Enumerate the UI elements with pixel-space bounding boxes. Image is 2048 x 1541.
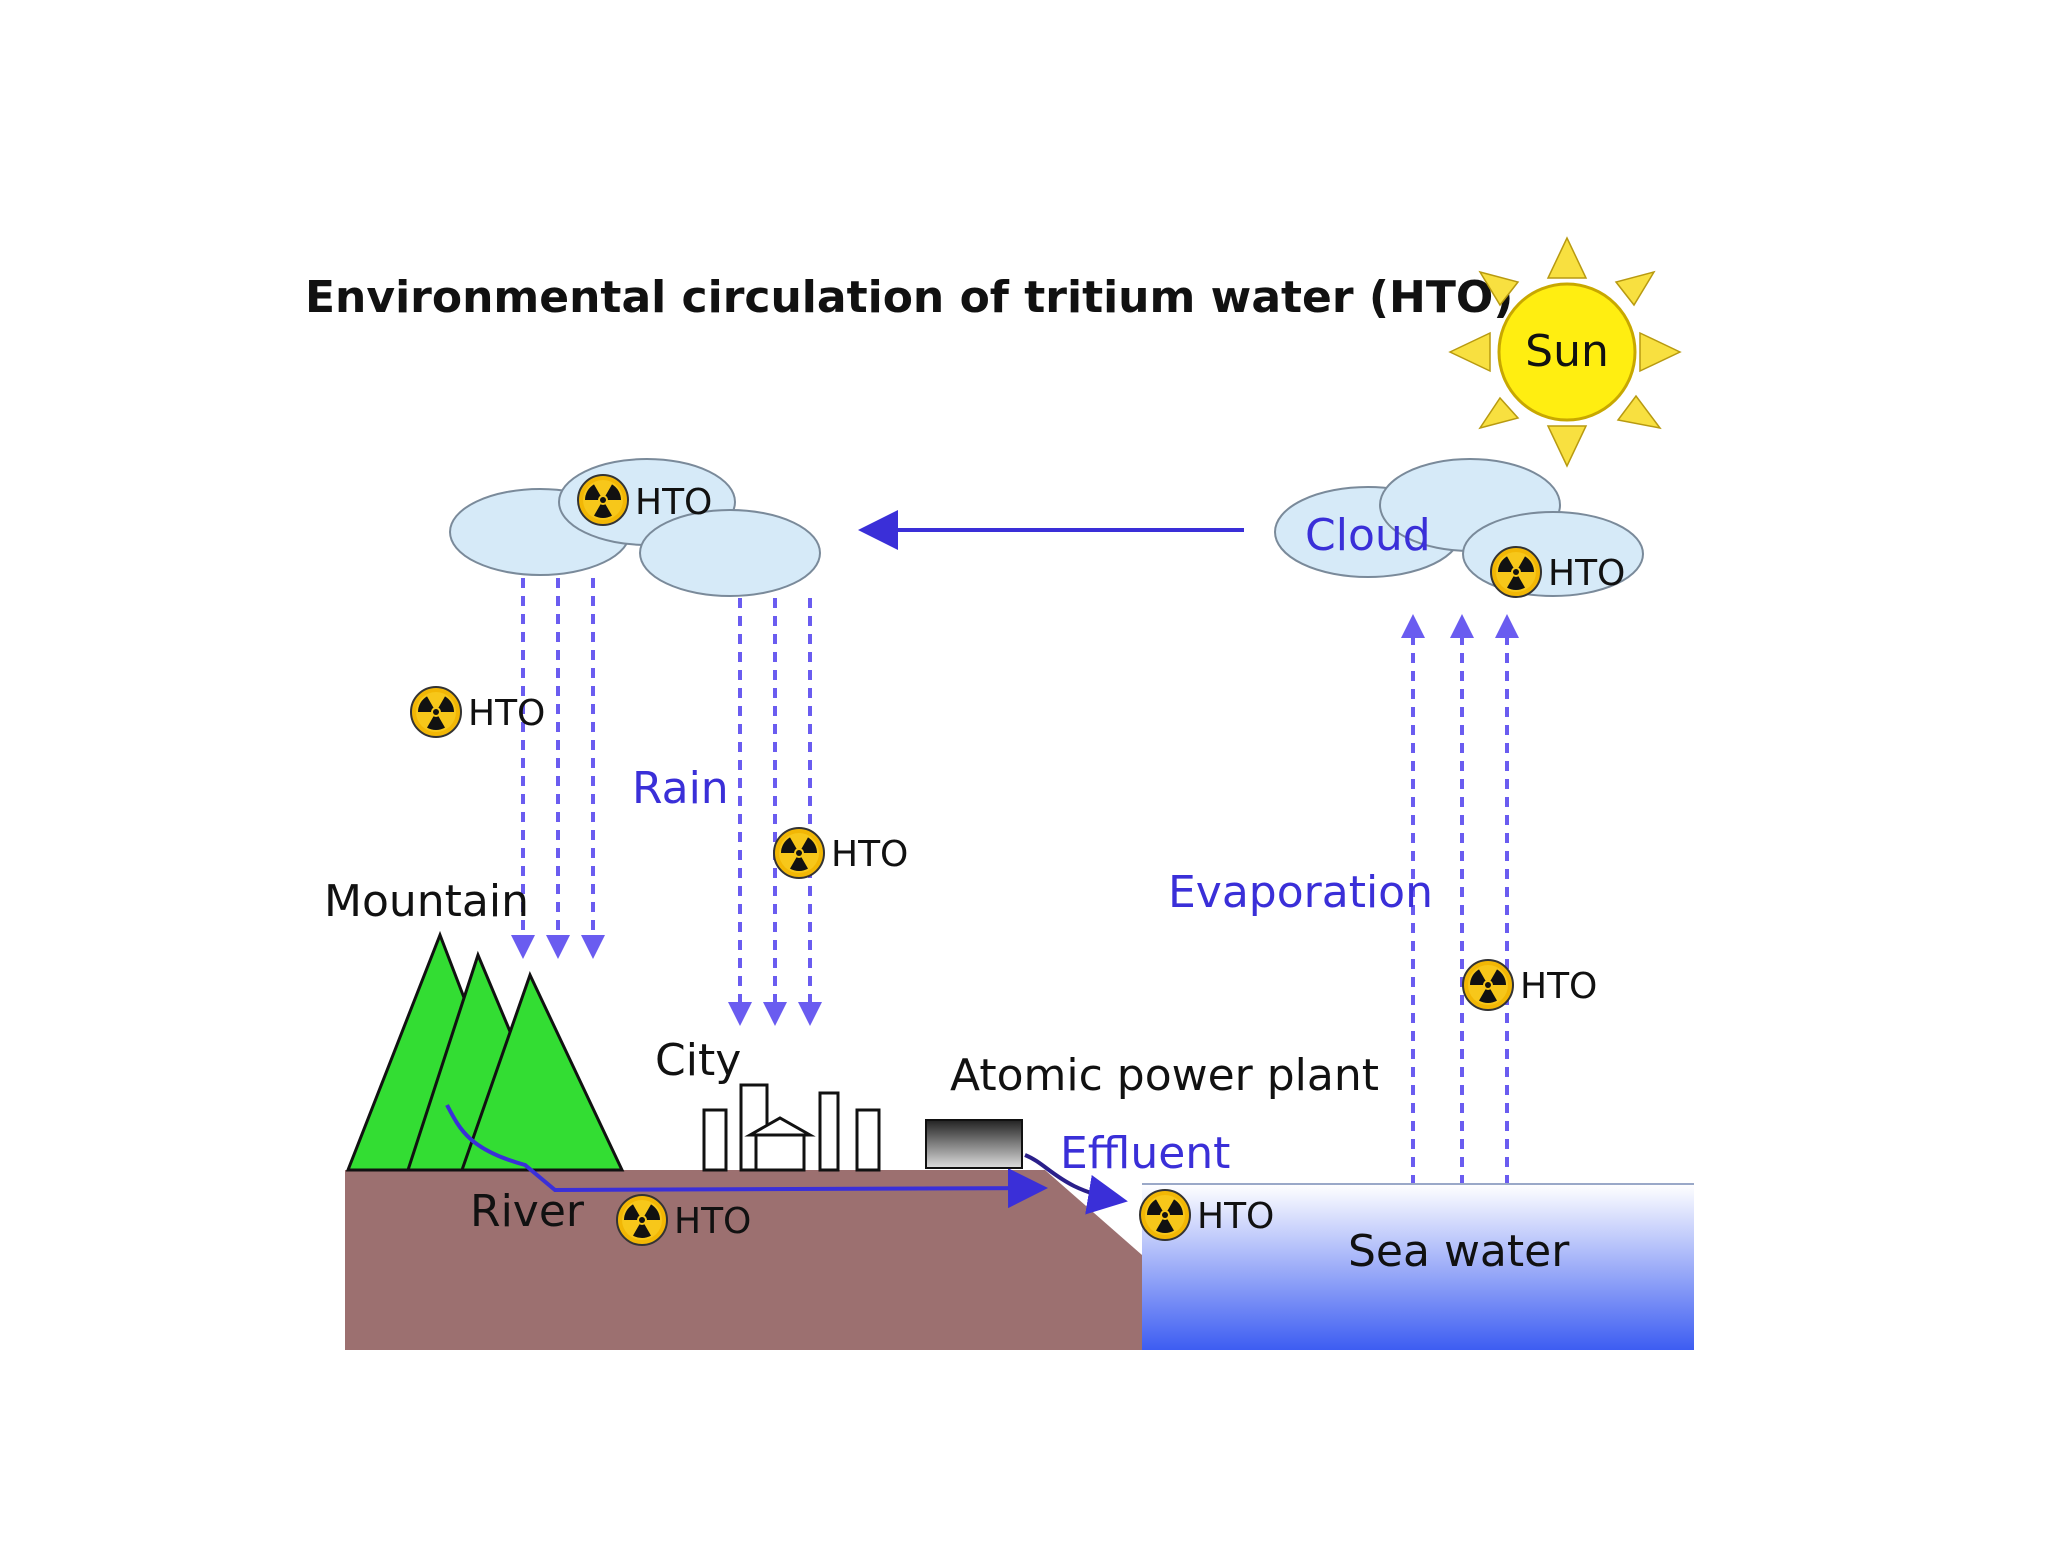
sea-water (1142, 1184, 1694, 1350)
evaporation-label: Evaporation (1168, 867, 1433, 918)
city-buildings (702, 1083, 881, 1172)
sun-icon (1448, 236, 1682, 468)
svg-text:HTO: HTO (831, 834, 908, 875)
rain-arrows-left (511, 578, 605, 959)
atomic-power-plant (925, 1119, 1023, 1169)
river (445, 1104, 1048, 1209)
atomic-power-plant-label: Atomic power plant (950, 1050, 1379, 1101)
left-cloud (449, 458, 821, 597)
svg-text:HTO: HTO (1548, 553, 1625, 594)
hto-marker: HTO (773, 827, 908, 879)
effluent-label: Effluent (1060, 1128, 1230, 1179)
diagram-title: Environmental circulation of tritium wat… (305, 272, 1513, 323)
city-label: City (655, 1035, 741, 1086)
radiation-icon (616, 1194, 668, 1246)
hto-marker: HTO (1462, 959, 1597, 1011)
radiation-icon (410, 686, 462, 738)
svg-text:HTO: HTO (1520, 966, 1597, 1007)
hto-marker: HTO (410, 686, 545, 738)
evaporation-arrows (1401, 614, 1519, 1185)
svg-text:HTO: HTO (468, 693, 545, 734)
hto-marker: HTO (1490, 546, 1625, 598)
river-label: River (470, 1186, 585, 1237)
hto-marker: HTO (616, 1194, 751, 1246)
hto-marker: HTO (577, 474, 712, 526)
effluent-arrow (1024, 1153, 1128, 1215)
sun-label: Sun (1525, 326, 1609, 377)
mountain-label: Mountain (324, 876, 529, 927)
rain-arrows-middle (728, 598, 822, 1026)
radiation-icon (1462, 959, 1514, 1011)
svg-text:HTO: HTO (674, 1201, 751, 1242)
svg-text:HTO: HTO (1197, 1196, 1274, 1237)
hto-marker: HTO (1139, 1189, 1274, 1241)
radiation-icon (1490, 546, 1542, 598)
ground (345, 1170, 1142, 1350)
radiation-icon (1139, 1189, 1191, 1241)
rain-label: Rain (632, 763, 729, 814)
svg-text:HTO: HTO (635, 482, 712, 523)
cloud-label: Cloud (1305, 510, 1431, 561)
sea-water-label: Sea water (1348, 1226, 1570, 1277)
radiation-icon (577, 474, 629, 526)
radiation-icon (773, 827, 825, 879)
right-cloud (1274, 458, 1644, 597)
mountain (345, 930, 625, 1172)
